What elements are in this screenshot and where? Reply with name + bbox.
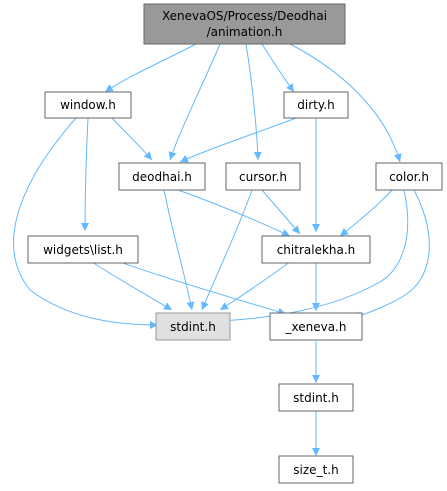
edge-cursor-stdint (201, 189, 253, 311)
node-cursor[interactable]: cursor.h (225, 162, 301, 191)
node-deodhai-label: deodhai.h (132, 170, 192, 184)
node-window[interactable]: window.h (44, 91, 132, 119)
edge-widgets-xeneva (119, 261, 287, 316)
edge-dirty-deodhai (179, 117, 297, 163)
node-xeneva[interactable]: _xeneva.h (269, 312, 363, 341)
edge-root-window (104, 43, 197, 93)
edge-root-dirty (261, 43, 295, 93)
edge-cursor-chitralekha (261, 189, 301, 235)
edge-root-color (289, 43, 402, 163)
edge-root-cursor (245, 43, 262, 161)
node-stdint-secondary-label: stdint.h (293, 391, 339, 405)
node-color-label: color.h (389, 170, 429, 184)
nodes: XenevaOS/Process/Deodhai /animation.h wi… (27, 3, 443, 484)
node-chitralekha-label: chitralekha.h (277, 243, 356, 257)
edge-color-chitralekha (339, 189, 393, 237)
edge-color-stdint (221, 189, 409, 325)
node-color[interactable]: color.h (375, 162, 443, 191)
node-widgets-list[interactable]: widgets\list.h (27, 235, 139, 264)
node-stdint-main[interactable]: stdint.h (155, 312, 231, 341)
node-size-t[interactable]: size_t.h (278, 455, 354, 484)
node-chitralekha[interactable]: chitralekha.h (261, 235, 371, 264)
node-deodhai[interactable]: deodhai.h (118, 162, 206, 191)
node-dirty[interactable]: dirty.h (283, 91, 349, 119)
node-stdint-secondary[interactable]: stdint.h (278, 383, 354, 412)
edge-window-stdint (13, 117, 159, 329)
node-root-label-line2: /animation.h (207, 25, 283, 39)
edges (13, 43, 430, 456)
edge-deodhai-chitralekha (177, 189, 291, 237)
node-size-t-label: size_t.h (293, 463, 338, 477)
edge-color-xeneva (353, 189, 430, 319)
edge-chitralekha-stdint (219, 261, 291, 311)
node-window-label: window.h (60, 98, 116, 112)
edge-window-deodhai (111, 117, 153, 161)
edge-window-widgets (81, 117, 90, 232)
edge-deodhai-stdint (163, 189, 195, 311)
node-root-label-line1: XenevaOS/Process/Deodhai (162, 9, 327, 23)
node-root[interactable]: XenevaOS/Process/Deodhai /animation.h (143, 3, 346, 45)
node-xeneva-label: _xeneva.h (285, 320, 347, 334)
edge-root-deodhai (168, 43, 221, 161)
edge-widgets-stdint (91, 261, 173, 311)
node-cursor-label: cursor.h (239, 170, 287, 184)
node-stdint-main-label: stdint.h (170, 320, 216, 334)
node-widgets-list-label: widgets\list.h (43, 243, 123, 257)
node-dirty-label: dirty.h (297, 98, 334, 112)
